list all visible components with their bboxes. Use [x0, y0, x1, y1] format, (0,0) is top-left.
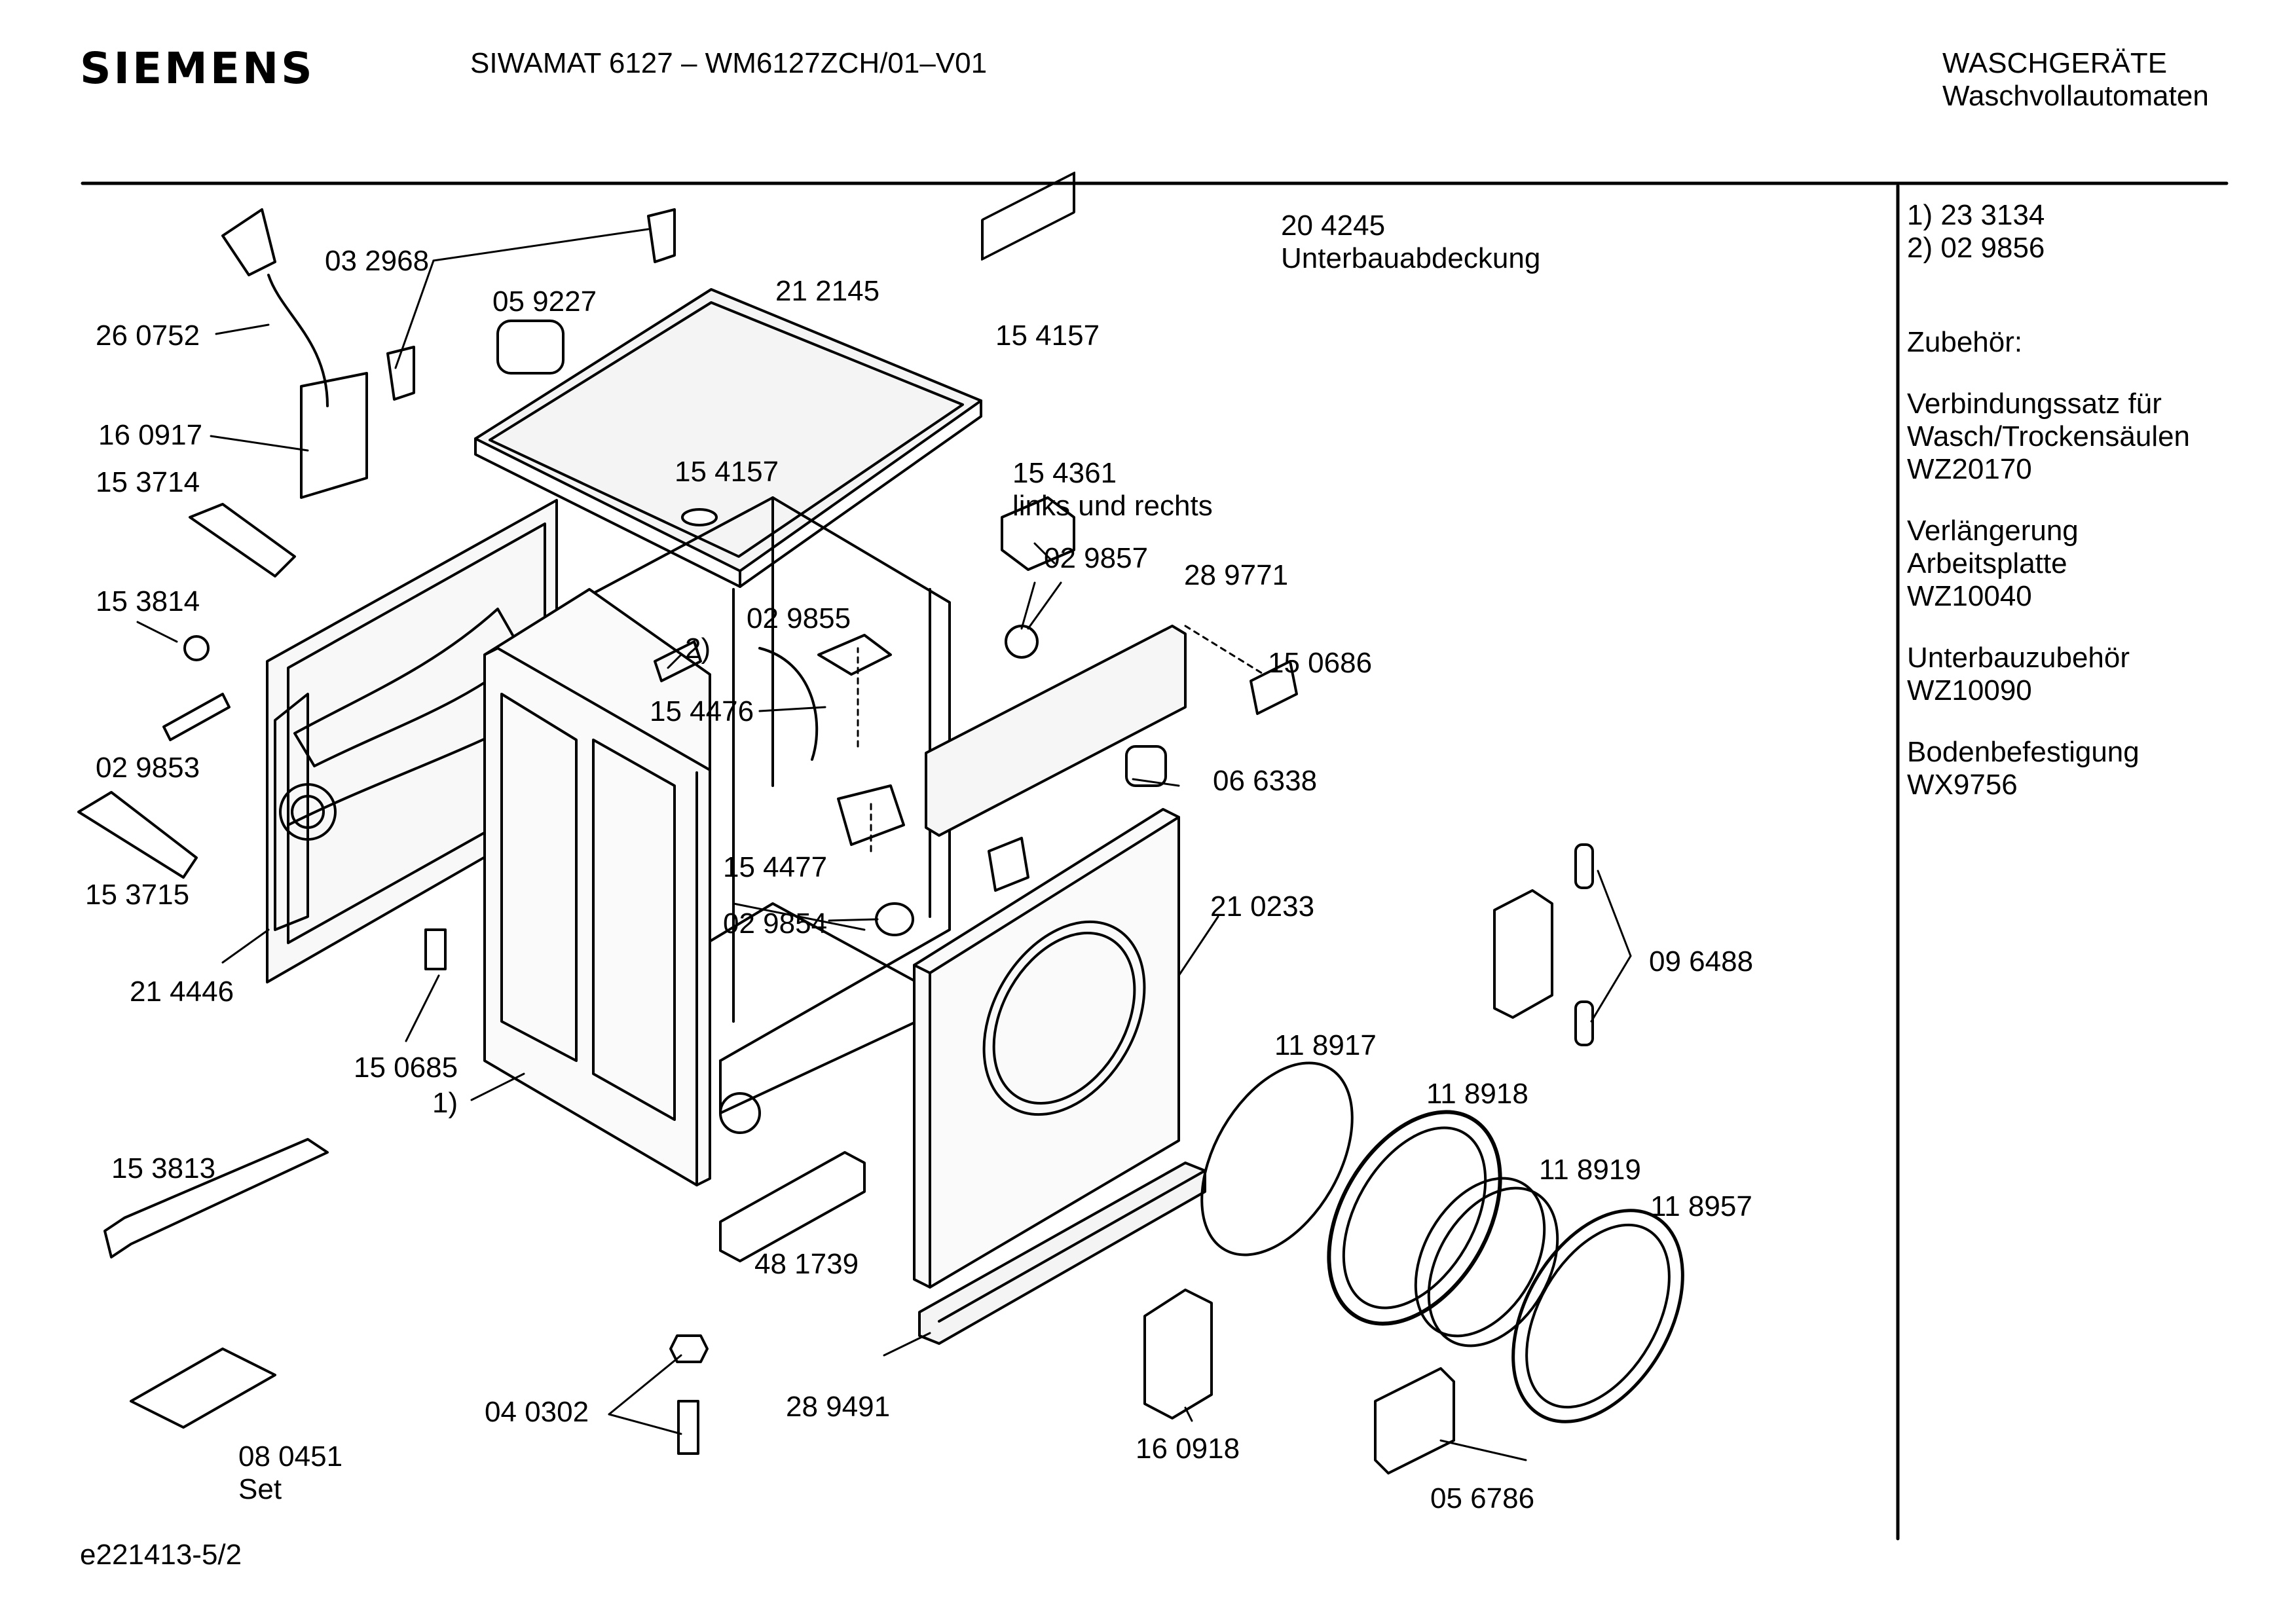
- drawer-handle-part: [719, 1151, 866, 1262]
- accessory-4-code: WX9756: [1907, 769, 2018, 801]
- accessories-title: Zubehör:: [1907, 326, 2023, 358]
- sidebar-note-1: 1) 23 3134: [1907, 199, 2045, 231]
- control-bracket-part: [925, 172, 1187, 837]
- label-289771: 28 9771: [1184, 559, 1289, 591]
- door-seal-part: [1200, 1061, 1354, 1256]
- label-note-2: 2): [685, 632, 711, 665]
- worktop-part: [474, 288, 982, 588]
- accessory-2-line-2: Arbeitsplatte: [1907, 547, 2067, 579]
- side-panel-part: [483, 588, 711, 1186]
- label-204245-desc: Unterbauabdeckung: [1281, 242, 1541, 274]
- drain-hose-part: [77, 791, 198, 879]
- label-154476: 15 4476: [650, 695, 754, 727]
- label-260752: 26 0752: [96, 320, 200, 352]
- label-153715: 15 3715: [85, 879, 190, 911]
- bolt-part: [654, 640, 702, 682]
- stopper-part: [1005, 625, 1039, 659]
- accessory-1-code: WZ20170: [1907, 453, 2032, 485]
- foot-plate-part: [130, 1347, 276, 1429]
- accessory-2-line-1: Verlängerung: [1907, 515, 2079, 547]
- label-154477: 15 4477: [723, 851, 828, 883]
- label-note-1: 1): [432, 1087, 458, 1119]
- label-154157-b: 15 4157: [675, 456, 779, 488]
- label-289491: 28 9491: [786, 1391, 891, 1423]
- label-160918: 16 0918: [1136, 1433, 1240, 1465]
- label-118957: 11 8957: [1650, 1190, 1752, 1222]
- door-ring-part: [1511, 1209, 1684, 1423]
- category-title: WASCHGERÄTE: [1942, 47, 2168, 79]
- label-029855: 02 9855: [747, 602, 851, 634]
- screw-part: [677, 1400, 699, 1455]
- label-029857: 02 9857: [1044, 542, 1149, 574]
- wrench-part: [103, 1138, 329, 1258]
- label-029854: 02 9854: [723, 907, 828, 940]
- label-153714: 15 3714: [96, 466, 200, 498]
- label-210233: 21 0233: [1210, 890, 1315, 923]
- front-panel-part: [913, 808, 1180, 1289]
- bushing-part: [1125, 745, 1167, 787]
- bracket-small-part: [817, 634, 892, 676]
- label-153813: 15 3813: [111, 1152, 216, 1184]
- label-118917: 11 8917: [1274, 1029, 1377, 1061]
- sidebar-note-2: 2) 02 9856: [1907, 232, 2045, 264]
- label-040302: 04 0302: [485, 1396, 589, 1428]
- door-lock-part: [1143, 1289, 1213, 1420]
- pad-part: [988, 837, 1029, 892]
- label-212145: 21 2145: [775, 275, 880, 307]
- door-glass-part: [1414, 1177, 1559, 1347]
- clamp-part: [837, 784, 905, 846]
- nut-part: [669, 1334, 709, 1363]
- holder-part: [162, 693, 231, 741]
- latch-part: [1250, 660, 1298, 715]
- hinge-part: [1493, 843, 1594, 1046]
- label-160917: 16 0917: [98, 419, 203, 451]
- label-096488: 09 6488: [1649, 945, 1754, 978]
- accessory-2-code: WZ10040: [1907, 580, 2032, 612]
- cap-part: [183, 635, 210, 661]
- door-frame-part: [1327, 1110, 1502, 1326]
- pin-part: [875, 902, 914, 936]
- clip-part-2: [386, 346, 415, 401]
- mains-cable-part: [221, 208, 329, 407]
- grip-part: [496, 320, 565, 375]
- label-154157-a: 15 4157: [995, 320, 1100, 352]
- label-150685: 15 0685: [354, 1052, 458, 1084]
- label-032968: 03 2968: [325, 245, 430, 277]
- label-150686: 15 0686: [1268, 647, 1373, 679]
- label-214446: 21 4446: [130, 976, 234, 1008]
- spring-part: [1001, 496, 1075, 571]
- label-118918: 11 8918: [1426, 1078, 1528, 1110]
- label-118919: 11 8919: [1539, 1154, 1641, 1186]
- bracket-part: [300, 372, 368, 499]
- model-title: SIWAMAT 6127 – WM6127ZCH/01–V01: [470, 47, 988, 79]
- accessory-3-code: WZ10090: [1907, 674, 2032, 706]
- label-154361: 15 4361: [1012, 457, 1117, 489]
- accessory-1-line-1: Verbindungssatz für: [1907, 388, 2162, 420]
- label-059227: 05 9227: [492, 285, 597, 318]
- label-204245: 20 4245: [1281, 210, 1386, 242]
- door-handle-part: [1374, 1367, 1455, 1475]
- accessory-1-line-2: Wasch/Trockensäulen: [1907, 420, 2191, 452]
- brand-logo: SIEMENS: [80, 43, 315, 94]
- label-080451-desc: Set: [238, 1473, 282, 1505]
- label-056786: 05 6786: [1430, 1482, 1535, 1514]
- catch-part: [424, 928, 447, 970]
- subcategory-title: Waschvollautomaten: [1942, 80, 2209, 112]
- label-080451: 08 0451: [238, 1440, 343, 1473]
- toe-plate-part: [918, 1162, 1206, 1345]
- clip-part: [647, 208, 676, 263]
- label-154361-desc: links und rechts: [1012, 490, 1213, 522]
- label-481739: 48 1739: [754, 1248, 859, 1280]
- accessory-3-line-1: Unterbauzubehör: [1907, 642, 2130, 674]
- leader-lines: [136, 228, 1632, 1461]
- accessory-4-line-1: Bodenbefestigung: [1907, 736, 2139, 768]
- label-153814: 15 3814: [96, 585, 200, 617]
- inlet-hose-part: [189, 503, 296, 577]
- label-029853: 02 9853: [96, 752, 200, 784]
- label-066338: 06 6338: [1213, 765, 1318, 797]
- shock-absorber-part: [758, 647, 819, 761]
- document-id: e221413-5/2: [80, 1539, 242, 1571]
